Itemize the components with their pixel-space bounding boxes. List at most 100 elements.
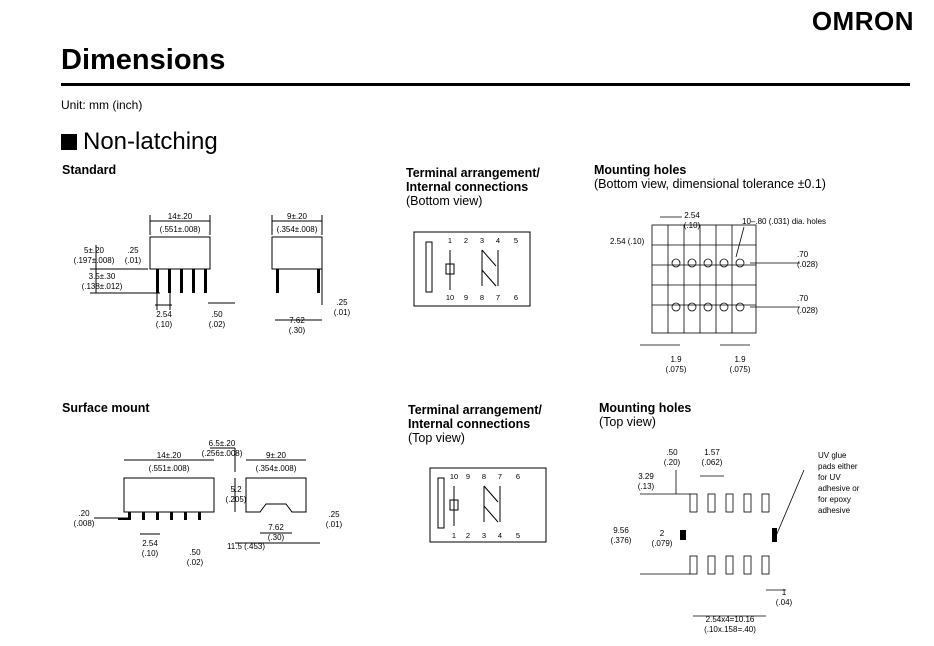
ht-d: 9.56 bbox=[613, 526, 629, 535]
standard-heading: Standard bbox=[62, 163, 117, 177]
holes-top-heading: Mounting holes (Top view) bbox=[599, 401, 691, 429]
std-w-side: 9±.20 bbox=[287, 212, 308, 221]
standard-drawing: 14±.20 (.551±.008) 9±.20 (.354±.008) 5±.… bbox=[74, 212, 351, 335]
page-title: Dimensions bbox=[61, 44, 226, 76]
sm-lead: .20 bbox=[78, 509, 90, 518]
ht-note-3: for UV bbox=[818, 473, 841, 482]
tb-pin-2: 2 bbox=[464, 236, 468, 245]
surface-heading: Surface mount bbox=[62, 401, 150, 415]
std-row: 7.62 bbox=[289, 316, 305, 325]
ht-d-in: (.376) bbox=[611, 536, 632, 545]
ht-a-in: (.20) bbox=[664, 458, 681, 467]
std-h-pin: 3.5±.30 bbox=[89, 272, 116, 281]
title-rule bbox=[61, 83, 910, 86]
surface-drawing: 14±.20 (.551±.008) 6.5±.20 (.256±.008) 9… bbox=[74, 439, 343, 567]
term-bottom-sub: (Bottom view) bbox=[406, 194, 483, 208]
tt-pin-4: 4 bbox=[498, 531, 502, 540]
tt-pin-2: 2 bbox=[466, 531, 470, 540]
tb-pin-8: 8 bbox=[480, 293, 484, 302]
sm-depth: 6.5±.20 bbox=[209, 439, 236, 448]
section-heading: Non-latching bbox=[61, 128, 218, 156]
term-top-heading-2: Internal connections bbox=[408, 417, 531, 431]
tt-pin-6: 6 bbox=[516, 472, 520, 481]
sm-pinw: .50 bbox=[189, 548, 201, 557]
term-top-drawing: 10 9 8 7 6 1 2 3 4 5 bbox=[429, 467, 547, 543]
std-pinw-in: (.02) bbox=[209, 320, 226, 329]
sm-pitch-in: (.10) bbox=[142, 549, 159, 558]
section-square-icon bbox=[61, 134, 77, 150]
sm-w-side: 9±.20 bbox=[266, 451, 287, 460]
tb-pin-1: 1 bbox=[448, 236, 452, 245]
hb-b1: 1.9 bbox=[670, 355, 682, 364]
ht-f: 1 bbox=[782, 588, 787, 597]
term-bottom-heading-2: Internal connections bbox=[406, 180, 529, 194]
hb-r1: .70 bbox=[797, 250, 809, 259]
ht-b-in: (.062) bbox=[702, 458, 723, 467]
unit-note: Unit: mm (inch) bbox=[61, 98, 143, 112]
sm-h: 5.2 bbox=[230, 485, 242, 494]
sm-t: .25 bbox=[328, 510, 340, 519]
holes-bottom-sub: (Bottom view, dimensional tolerance ±0.1… bbox=[594, 177, 826, 191]
tb-pin-5: 5 bbox=[514, 236, 518, 245]
sm-pinw-in: (.02) bbox=[187, 558, 204, 567]
holes-bottom-drawing: 2.54 (.10) 2.54 (.10) 10–.80 (.031) dia.… bbox=[610, 211, 826, 374]
tb-pin-9: 9 bbox=[464, 293, 468, 302]
tt-pin-3: 3 bbox=[482, 531, 486, 540]
std-h-body: 5±.20 bbox=[84, 246, 105, 255]
ht-c-in: (.13) bbox=[638, 482, 655, 491]
hb-pitch-in: (.10) bbox=[684, 221, 701, 230]
std-w-side-in: (.354±.008) bbox=[277, 225, 318, 234]
std-h-body-in: (.197±.008) bbox=[74, 256, 115, 265]
section-title: Non-latching bbox=[83, 128, 218, 155]
sm-span: 11.5 (.453) bbox=[227, 542, 265, 551]
tb-pin-10: 10 bbox=[446, 293, 454, 302]
term-top-sub: (Top view) bbox=[408, 431, 465, 445]
term-bottom-drawing: 1 2 3 4 5 10 9 8 7 6 bbox=[413, 231, 531, 307]
tb-pin-6: 6 bbox=[514, 293, 518, 302]
tt-pin-5: 5 bbox=[516, 531, 520, 540]
tb-pin-4: 4 bbox=[496, 236, 500, 245]
std-pitch-in: (.10) bbox=[156, 320, 173, 329]
ht-e-in: (.079) bbox=[652, 539, 673, 548]
term-top-heading-1: Terminal arrangement/ bbox=[408, 403, 542, 417]
brand-logo: OMRON bbox=[811, 6, 914, 36]
std-w-front: 14±.20 bbox=[168, 212, 193, 221]
sm-w-side-in: (.354±.008) bbox=[256, 464, 297, 473]
ht-e: 2 bbox=[660, 529, 665, 538]
term-bottom-heading-1: Terminal arrangement/ bbox=[406, 166, 540, 180]
hb-side: 2.54 (.10) bbox=[610, 237, 645, 246]
hb-b2-in: (.075) bbox=[730, 365, 751, 374]
sm-w-front: 14±.20 bbox=[157, 451, 182, 460]
hb-b1-in: (.075) bbox=[666, 365, 687, 374]
std-pin-t: .25 bbox=[336, 298, 348, 307]
term-bottom-heading: Terminal arrangement/ Internal connectio… bbox=[406, 166, 540, 208]
std-h-pin-in: (.138±.012) bbox=[82, 282, 123, 291]
hb-r1-in: (.028) bbox=[797, 260, 818, 269]
hb-r2-in: (.028) bbox=[797, 306, 818, 315]
ht-g-in: (.10x.158=.40) bbox=[704, 625, 756, 634]
sm-w-front-in: (.551±.008) bbox=[149, 464, 190, 473]
hb-pitch: 2.54 bbox=[684, 211, 700, 220]
std-pin-t-in: (.01) bbox=[334, 308, 351, 317]
ht-note-4: adhesive or bbox=[818, 484, 860, 493]
ht-c: 3.29 bbox=[638, 472, 654, 481]
ht-b: 1.57 bbox=[704, 448, 720, 457]
holes-top-drawing: .50 (.20) 1.57 (.062) 3.29 (.13) 9.56 (.… bbox=[611, 448, 860, 634]
ht-a: .50 bbox=[666, 448, 678, 457]
ht-f-in: (.04) bbox=[776, 598, 793, 607]
holes-bottom-heading: Mounting holes (Bottom view, dimensional… bbox=[594, 163, 826, 191]
ht-g: 2.54x4=10.16 bbox=[706, 615, 755, 624]
hb-holes: 10–.80 (.031) dia. holes bbox=[742, 217, 826, 226]
holes-bottom-heading-1: Mounting holes bbox=[594, 163, 687, 177]
sm-row: 7.62 bbox=[268, 523, 284, 532]
sm-depth-in: (.256±.008) bbox=[202, 449, 243, 458]
tb-pin-3: 3 bbox=[480, 236, 484, 245]
std-pinw: .50 bbox=[211, 310, 223, 319]
tt-pin-8: 8 bbox=[482, 472, 486, 481]
std-h-tab-in: (.01) bbox=[125, 256, 142, 265]
std-w-front-in: (.551±.008) bbox=[160, 225, 201, 234]
std-h-tab: .25 bbox=[127, 246, 139, 255]
sm-lead-in: (.008) bbox=[74, 519, 95, 528]
tt-pin-10: 10 bbox=[450, 472, 458, 481]
std-row-in: (.30) bbox=[289, 326, 306, 335]
